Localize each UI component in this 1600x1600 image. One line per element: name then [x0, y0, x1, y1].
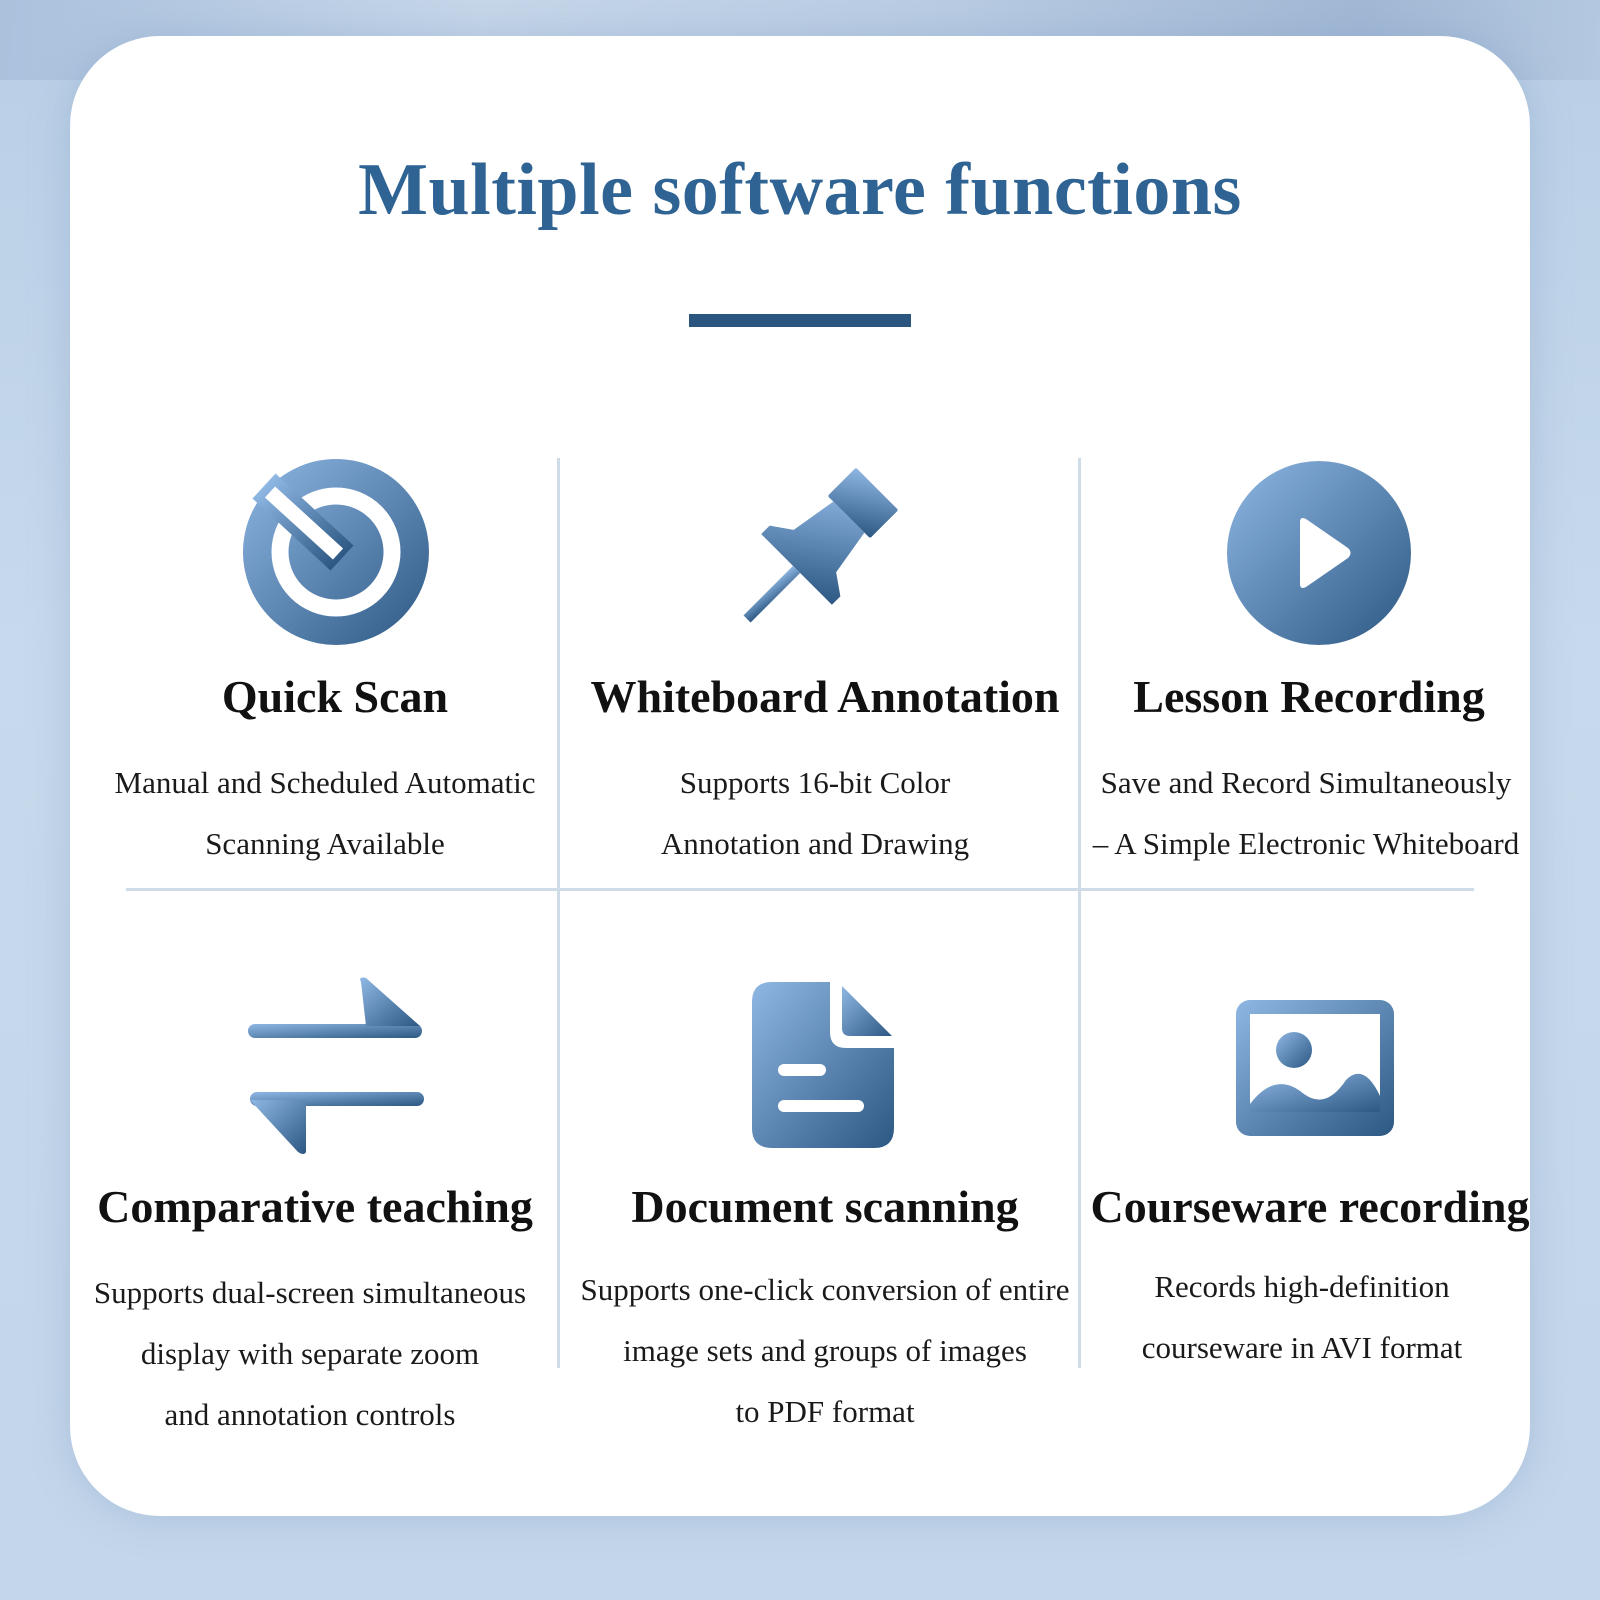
- divider-vertical-1: [557, 458, 560, 1368]
- feature-description: Supports dual-screen simultaneous displa…: [93, 1275, 527, 1432]
- image-icon: [1236, 1000, 1394, 1136]
- feature-title: Courseware recording: [1090, 1181, 1530, 1232]
- feature-description: Supports one-click conversion of entire …: [580, 1272, 1070, 1429]
- feature-title: Quick Scan: [221, 671, 449, 722]
- feature-description: Save and Record Simultaneously – A Simpl…: [1092, 765, 1520, 861]
- timer-icon: [243, 459, 429, 645]
- feature-title: Lesson Recording: [1133, 671, 1485, 722]
- feature-description: Manual and Scheduled Automatic Scanning …: [114, 765, 536, 861]
- feature-description: Records high-definition courseware in AV…: [1141, 1269, 1463, 1365]
- play-icon: [1227, 461, 1411, 645]
- divider-horizontal: [126, 888, 1474, 891]
- divider-vertical-2: [1078, 458, 1081, 1368]
- page-title: Multiple software functions: [358, 149, 1242, 231]
- swap-arrows-icon: [248, 977, 424, 1154]
- title-underline: [689, 314, 911, 327]
- pushpin-icon: [743, 468, 898, 623]
- feature-title: Comparative teaching: [97, 1181, 533, 1232]
- content-card: [70, 36, 1530, 1516]
- feature-description: Supports 16-bit Color Annotation and Dra…: [660, 765, 970, 861]
- feature-title: Document scanning: [631, 1181, 1019, 1232]
- document-icon: [752, 982, 894, 1148]
- feature-title: Whiteboard Annotation: [590, 671, 1060, 722]
